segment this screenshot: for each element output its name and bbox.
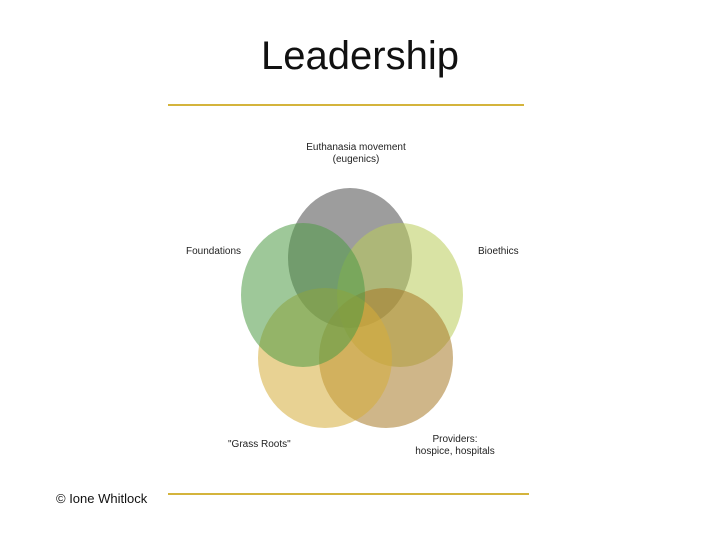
label-providers-line1: Providers: <box>432 434 478 445</box>
footer-rule <box>168 493 529 495</box>
label-euthanasia-line2: (eugenics) <box>332 154 380 165</box>
circle-foundations <box>241 223 365 367</box>
label-providers: Providers: hospice, hospitals <box>400 434 510 458</box>
label-euthanasia-line1: Euthanasia movement <box>306 142 406 153</box>
label-bioethics: Bioethics <box>478 246 519 257</box>
venn-diagram <box>241 188 463 428</box>
slide-title: Leadership <box>261 34 459 78</box>
title-underline <box>168 104 524 106</box>
label-providers-line2: hospice, hospitals <box>415 446 495 457</box>
label-foundations: Foundations <box>186 246 242 257</box>
label-euthanasia-movement: Euthanasia movement (eugenics) <box>286 142 426 166</box>
copyright-notice: © Ione Whitlock <box>56 491 148 506</box>
label-grass-roots: "Grass Roots" <box>228 439 291 450</box>
